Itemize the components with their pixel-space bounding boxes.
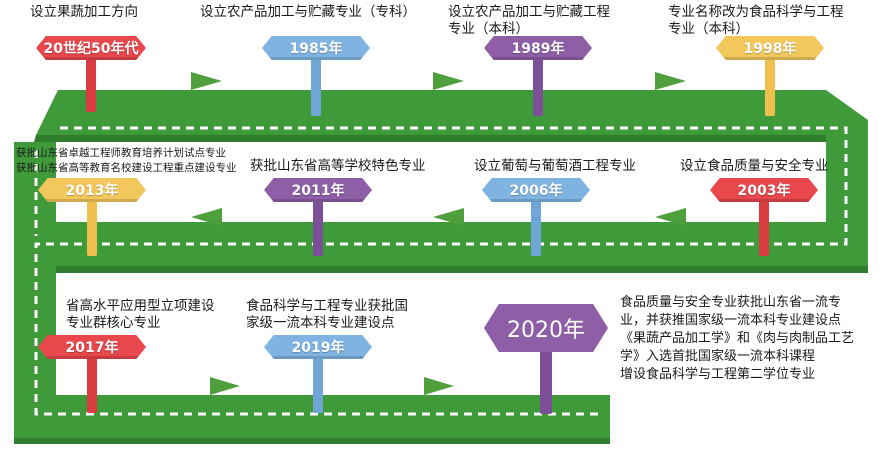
signpost-pole: [311, 56, 321, 116]
signpost-2017: 2017年: [38, 335, 146, 413]
milestone-desc-line: 专业群核心专业: [66, 315, 161, 331]
milestone-desc-line: 设立食品质量与安全专业: [680, 158, 829, 174]
milestone-2017-desc: 省高水平应用型立项建设 专业群核心专业: [66, 298, 215, 332]
road-segment-middle-edge: [14, 266, 868, 273]
signpost-2011: 2011年: [264, 178, 372, 256]
signpost-pole: [313, 355, 323, 413]
milestone-desc-line: 设立葡萄与葡萄酒工程专业: [474, 158, 636, 174]
year-sign: 1985年: [262, 36, 370, 60]
milestone-desc-line: 获批山东省高等教育名校建设工程重点建设专业: [16, 162, 237, 174]
signpost-pole: [313, 198, 323, 256]
lane-markings: [34, 126, 848, 416]
milestone-desc-line: 设立果蔬加工方向: [30, 4, 138, 20]
arrow-right-icon: [191, 72, 222, 90]
milestone-1950s-desc: 设立果蔬加工方向: [30, 4, 138, 21]
milestone-2006-desc: 设立葡萄与葡萄酒工程专业: [474, 158, 636, 175]
arrow-right-icon: [433, 72, 464, 90]
milestone-desc-line: 食品科学与工程专业获批国: [246, 298, 408, 314]
road-inner-cut-bottom: [56, 273, 868, 395]
milestone-desc-line: 《果蔬产品加工学》和《肉与肉制品工艺: [620, 331, 855, 346]
signpost-1989: 1989年: [484, 36, 592, 116]
signpost-pole: [533, 56, 543, 116]
signpost-pole: [540, 344, 552, 414]
arrow-right-icon: [210, 377, 240, 395]
arrow-right-icon: [655, 72, 686, 90]
arrow-left-icon: [655, 208, 686, 226]
milestone-desc-line: 设立农产品加工与贮藏专业（专科）: [200, 4, 416, 20]
road-inner-cut-top: [56, 142, 826, 222]
arrow-right-icon: [424, 377, 454, 395]
signpost-1950s: 20世纪50年代: [36, 36, 146, 112]
signpost-2020: 2020年: [484, 304, 608, 414]
milestone-desc-line: 食品质量与安全专业获批山东省一流专: [620, 295, 842, 310]
signpost-2006: 2006年: [482, 178, 590, 256]
signpost-2003: 2003年: [710, 178, 818, 256]
milestone-desc-line: 获批山东省高等学校特色专业: [250, 158, 426, 174]
signpost-pole: [86, 56, 96, 112]
signpost-pole: [765, 56, 775, 116]
year-sign: 2013年: [38, 178, 146, 202]
signpost-pole: [759, 198, 769, 256]
milestone-1985-desc: 设立农产品加工与贮藏专业（专科）: [200, 4, 416, 21]
milestone-desc-line: 获批山东省卓越工程师教育培养计划试点专业: [16, 147, 226, 159]
road-segment-bottom: [14, 395, 610, 438]
year-sign: 2017年: [38, 335, 146, 359]
year-sign: 2006年: [482, 178, 590, 202]
year-sign-large: 2020年: [484, 304, 608, 352]
milestone-1989-desc: 设立农产品加工与贮藏工程 专业（本科）: [448, 4, 610, 38]
milestone-desc-line: 专业名称改为食品科学与工程: [668, 4, 844, 20]
milestone-desc-line: 增设食品科学与工程第二学位专业: [620, 367, 816, 382]
milestone-desc-line: 家级一流本科专业建设点: [246, 315, 395, 331]
signpost-pole: [87, 355, 97, 413]
signpost-pole: [87, 198, 97, 256]
road-segment-bottom-edge: [14, 438, 610, 444]
arrow-left-icon: [191, 208, 222, 226]
milestone-desc-line: 设立农产品加工与贮藏工程: [448, 4, 610, 20]
year-2020-label: 2020年: [507, 318, 585, 343]
milestone-desc-line: 学》入选首批国家级一流本科课程: [620, 349, 816, 364]
year-sign: 1998年: [716, 36, 824, 60]
milestone-desc-line: 业，并获推国家级一流本科专业建设点: [620, 313, 842, 328]
year-sign: 2019年: [264, 335, 372, 359]
milestone-desc-line: 专业（本科）: [668, 21, 749, 37]
signpost-1985: 1985年: [262, 36, 370, 116]
year-sign: 2003年: [710, 178, 818, 202]
milestone-2013-desc: 获批山东省卓越工程师教育培养计划试点专业 获批山东省高等教育名校建设工程重点建设…: [16, 146, 237, 176]
year-sign: 20世纪50年代: [36, 36, 146, 60]
milestone-1998-desc: 专业名称改为食品科学与工程 专业（本科）: [668, 4, 844, 38]
milestone-2003-desc: 设立食品质量与安全专业: [680, 158, 829, 175]
milestone-desc-line: 专业（本科）: [448, 21, 529, 37]
signpost-1998: 1998年: [716, 36, 824, 116]
milestone-2011-desc: 获批山东省高等学校特色专业: [250, 158, 426, 175]
road-segment-top: [36, 90, 826, 135]
signpost-2013: 2013年: [38, 178, 146, 256]
lane-marking-top: [34, 126, 848, 416]
signpost-pole: [531, 198, 541, 256]
year-sign: 2011年: [264, 178, 372, 202]
milestone-2020-desc: 食品质量与安全专业获批山东省一流专 业，并获推国家级一流本科专业建设点 《果蔬产…: [620, 294, 854, 384]
arrow-left-icon: [433, 208, 464, 226]
year-sign: 1989年: [484, 36, 592, 60]
milestone-desc-line: 省高水平应用型立项建设: [66, 298, 215, 314]
milestone-2019-desc: 食品科学与工程专业获批国 家级一流本科专业建设点: [246, 298, 408, 332]
signpost-2019: 2019年: [264, 335, 372, 413]
road-segment-top-edge: [34, 135, 826, 142]
